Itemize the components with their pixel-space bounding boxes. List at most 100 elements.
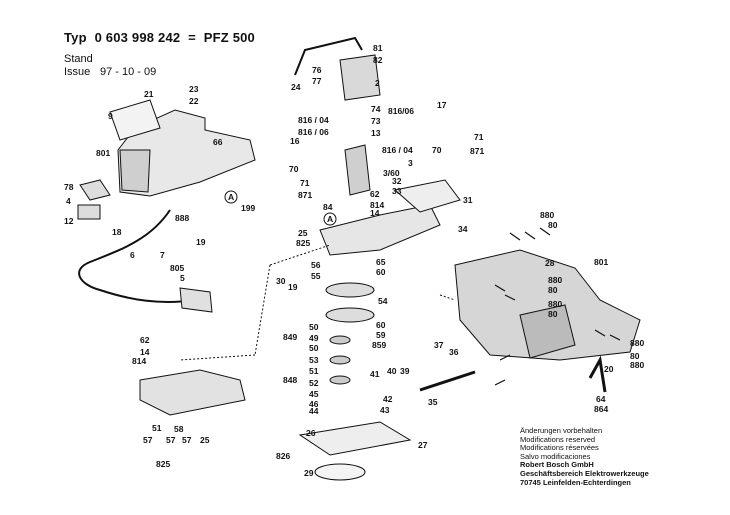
part-callout-c74: 74 — [371, 104, 381, 114]
part-callout-c871b: 871 — [298, 190, 312, 200]
lower-gear-housing — [139, 369, 246, 416]
part-callout-c80b: 80 — [548, 285, 558, 295]
part-callout-c7: 7 — [160, 250, 165, 260]
stand-row: Stand — [64, 53, 93, 65]
part-callout-c825b: 825 — [156, 459, 170, 469]
part-callout-c70b: 70 — [289, 164, 299, 174]
part-callout-c65: 65 — [376, 257, 386, 267]
sole-plate — [298, 421, 412, 456]
part-callout-c801b: 801 — [594, 257, 608, 267]
housing-right-cover — [519, 304, 576, 359]
part-callout-c801a: 801 — [96, 148, 110, 158]
part-callout-c64: 64 — [596, 394, 606, 404]
part-callout-c864: 864 — [594, 404, 608, 414]
part-callout-c360: 3/60 — [383, 168, 400, 178]
gear-disc-2 — [325, 307, 375, 323]
stand-label: Stand — [64, 53, 93, 65]
housing-left-grip — [119, 149, 151, 193]
part-callout-c40: 40 — [387, 366, 397, 376]
part-callout-c825a: 825 — [296, 238, 310, 248]
part-callout-c32: 32 — [392, 176, 402, 186]
part-callout-c43: 43 — [380, 405, 390, 415]
part-callout-c199: 199 — [241, 203, 255, 213]
company-division: Geschäftsbereich Elektrowerkzeuge — [520, 468, 649, 478]
part-callout-c814a: 814 — [370, 200, 384, 210]
switch-block — [77, 204, 101, 220]
part-callout-c2: 2 — [375, 78, 380, 88]
part-callout-c29: 29 — [304, 468, 314, 478]
part-callout-c5: 5 — [180, 273, 185, 283]
part-callout-c36: 36 — [449, 347, 459, 357]
note-line: Modifications réservées — [520, 443, 599, 453]
part-callout-c70a: 70 — [432, 145, 442, 155]
part-callout-c816d: 816 / 04 — [382, 145, 413, 155]
part-callout-c816a: 816 / 04 — [298, 115, 329, 125]
gear-disc-1 — [325, 282, 375, 298]
handle-bow — [294, 36, 363, 76]
plug — [179, 287, 213, 313]
part-callout-c888: 888 — [175, 213, 189, 223]
housing-left-shell — [117, 109, 256, 197]
part-callout-c77: 77 — [312, 76, 322, 86]
part-callout-c50b: 50 — [309, 343, 319, 353]
issue-row: Issue 97 - 10 - 09 — [64, 66, 156, 78]
part-callout-c31: 31 — [463, 195, 473, 205]
part-callout-c6: 6 — [130, 250, 135, 260]
bearing-1 — [329, 335, 351, 345]
part-callout-c34: 34 — [458, 224, 468, 234]
hex-key — [588, 355, 607, 393]
part-callout-c60a: 60 — [376, 267, 386, 277]
part-callout-c17: 17 — [437, 100, 447, 110]
part-callout-c82: 82 — [373, 55, 383, 65]
bearing-2 — [329, 355, 351, 365]
power-cable — [78, 209, 196, 303]
part-callout-c22: 22 — [189, 96, 199, 106]
issue-date: 97 - 10 - 09 — [100, 66, 157, 78]
part-callout-c51b: 51 — [152, 423, 162, 433]
part-callout-c51: 51 — [309, 366, 319, 376]
part-callout-c50a: 50 — [309, 322, 319, 332]
part-callout-c58: 58 — [174, 424, 184, 434]
switch-part — [79, 179, 111, 201]
part-callout-c60b: 60 — [376, 320, 386, 330]
part-callout-c24: 24 — [291, 82, 301, 92]
part-callout-c849: 849 — [283, 332, 297, 342]
part-callout-c30: 30 — [276, 276, 286, 286]
note-line: Modifications reserved — [520, 434, 596, 444]
part-callout-c46: 46 — [309, 399, 319, 409]
part-callout-c57b: 57 — [166, 435, 176, 445]
part-callout-c55: 55 — [311, 271, 321, 281]
part-callout-c3: 3 — [408, 158, 413, 168]
part-callout-c880d: 880 — [630, 338, 644, 348]
part-callout-c880a: 880 — [540, 210, 554, 220]
part-number: 0 603 998 242 — [94, 30, 181, 45]
part-callout-c42: 42 — [383, 394, 393, 404]
part-callout-c20: 20 — [604, 364, 614, 374]
part-callout-c816b: 816 / 06 — [298, 127, 329, 137]
part-callout-c80a: 80 — [548, 220, 558, 230]
part-callout-c35: 35 — [428, 397, 438, 407]
gear-housing — [319, 204, 441, 256]
part-callout-c27: 27 — [418, 440, 428, 450]
armature — [344, 144, 371, 196]
part-callout-c18: 18 — [112, 227, 122, 237]
part-callout-c39: 39 — [400, 366, 410, 376]
part-callout-c14b: 14 — [140, 347, 150, 357]
note-line: Änderungen vorbehalten — [520, 426, 603, 435]
part-callout-c62b: 62 — [140, 335, 150, 345]
footer-notes: Änderungen vorbehalten Modifications res… — [520, 426, 649, 487]
equals-sign: = — [188, 30, 196, 45]
part-callout-c44: 44 — [309, 406, 319, 416]
part-callout-c80d: 80 — [630, 351, 640, 361]
part-callout-c49: 49 — [309, 333, 319, 343]
part-callout-c805: 805 — [170, 263, 184, 273]
part-callout-c71b: 71 — [300, 178, 310, 188]
part-callout-c9: 9 — [108, 111, 113, 121]
part-callout-c57a: 57 — [143, 435, 153, 445]
note-line: Salvo modificaciones — [520, 451, 591, 461]
part-callout-c871a: 871 — [470, 146, 484, 156]
part-callout-c26a: 26 — [306, 428, 316, 438]
part-callout-c826: 826 — [276, 451, 290, 461]
